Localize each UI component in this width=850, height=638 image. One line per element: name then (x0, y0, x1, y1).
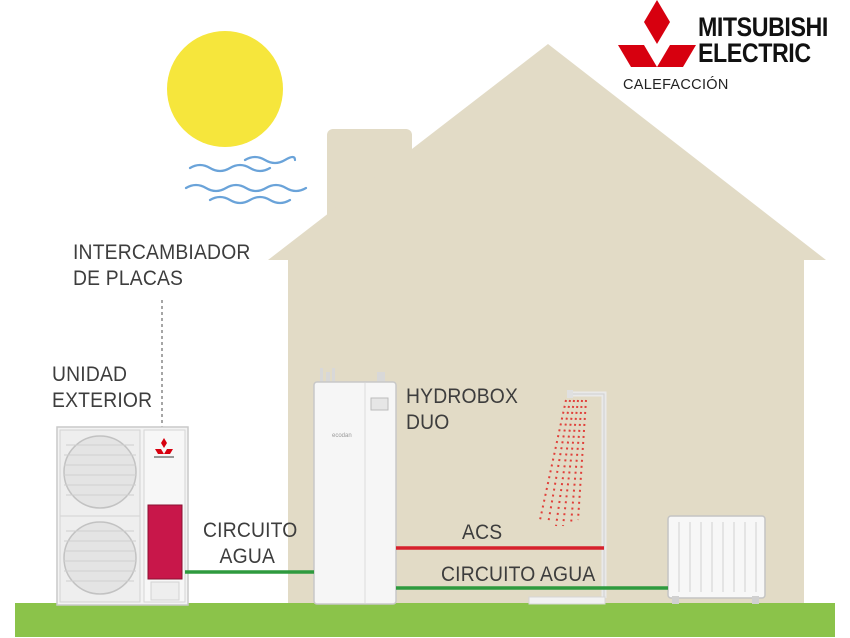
brand-name: MITSUBISHI ELECTRIC (698, 12, 828, 68)
label-circuito-left-line2: AGUA (219, 545, 276, 568)
label-intercambiador-line2: DE PLACAS (73, 267, 184, 290)
air-waves (184, 155, 308, 205)
label-unidad-line1: UNIDAD (52, 363, 128, 386)
hydrobox-display (370, 397, 389, 411)
brand-subtitle: CALEFACCIÓN (623, 77, 729, 93)
brand-name-line2: ELECTRIC (698, 38, 811, 68)
hydrobox-unit: ecodan (313, 368, 397, 605)
shower (528, 390, 607, 605)
fan-bottom (63, 521, 137, 595)
label-hydrobox-line1: HYDROBOX (406, 385, 519, 408)
outdoor-unit-logo (155, 438, 173, 454)
ground (15, 603, 835, 637)
hydrobox-brand-text: ecodan (332, 433, 352, 439)
label-unidad-exterior: UNIDAD EXTERIOR (52, 362, 152, 414)
sun (167, 31, 283, 147)
shower-water (539, 399, 587, 527)
house (268, 44, 826, 605)
house-body (268, 44, 826, 605)
radiator (667, 515, 766, 604)
label-acs: ACS (462, 521, 503, 544)
fan-top (63, 435, 137, 509)
label-hydrobox-line2: DUO (406, 411, 450, 434)
outdoor-unit (56, 426, 189, 606)
label-unidad-line2: EXTERIOR (52, 389, 153, 412)
label-circuito-agua-left: CIRCUITO AGUA (203, 518, 298, 570)
label-hydrobox: HYDROBOX DUO (406, 384, 518, 436)
label-circuito-agua-right: CIRCUITO AGUA (441, 563, 596, 586)
brand-name-line1: MITSUBISHI (698, 12, 828, 42)
heat-exchanger (147, 504, 183, 580)
label-circuito-left-line1: CIRCUITO (203, 519, 298, 542)
label-intercambiador: INTERCAMBIADOR DE PLACAS (73, 240, 251, 292)
mitsubishi-logo-icon (618, 0, 696, 67)
label-intercambiador-line1: INTERCAMBIADOR (73, 241, 251, 264)
